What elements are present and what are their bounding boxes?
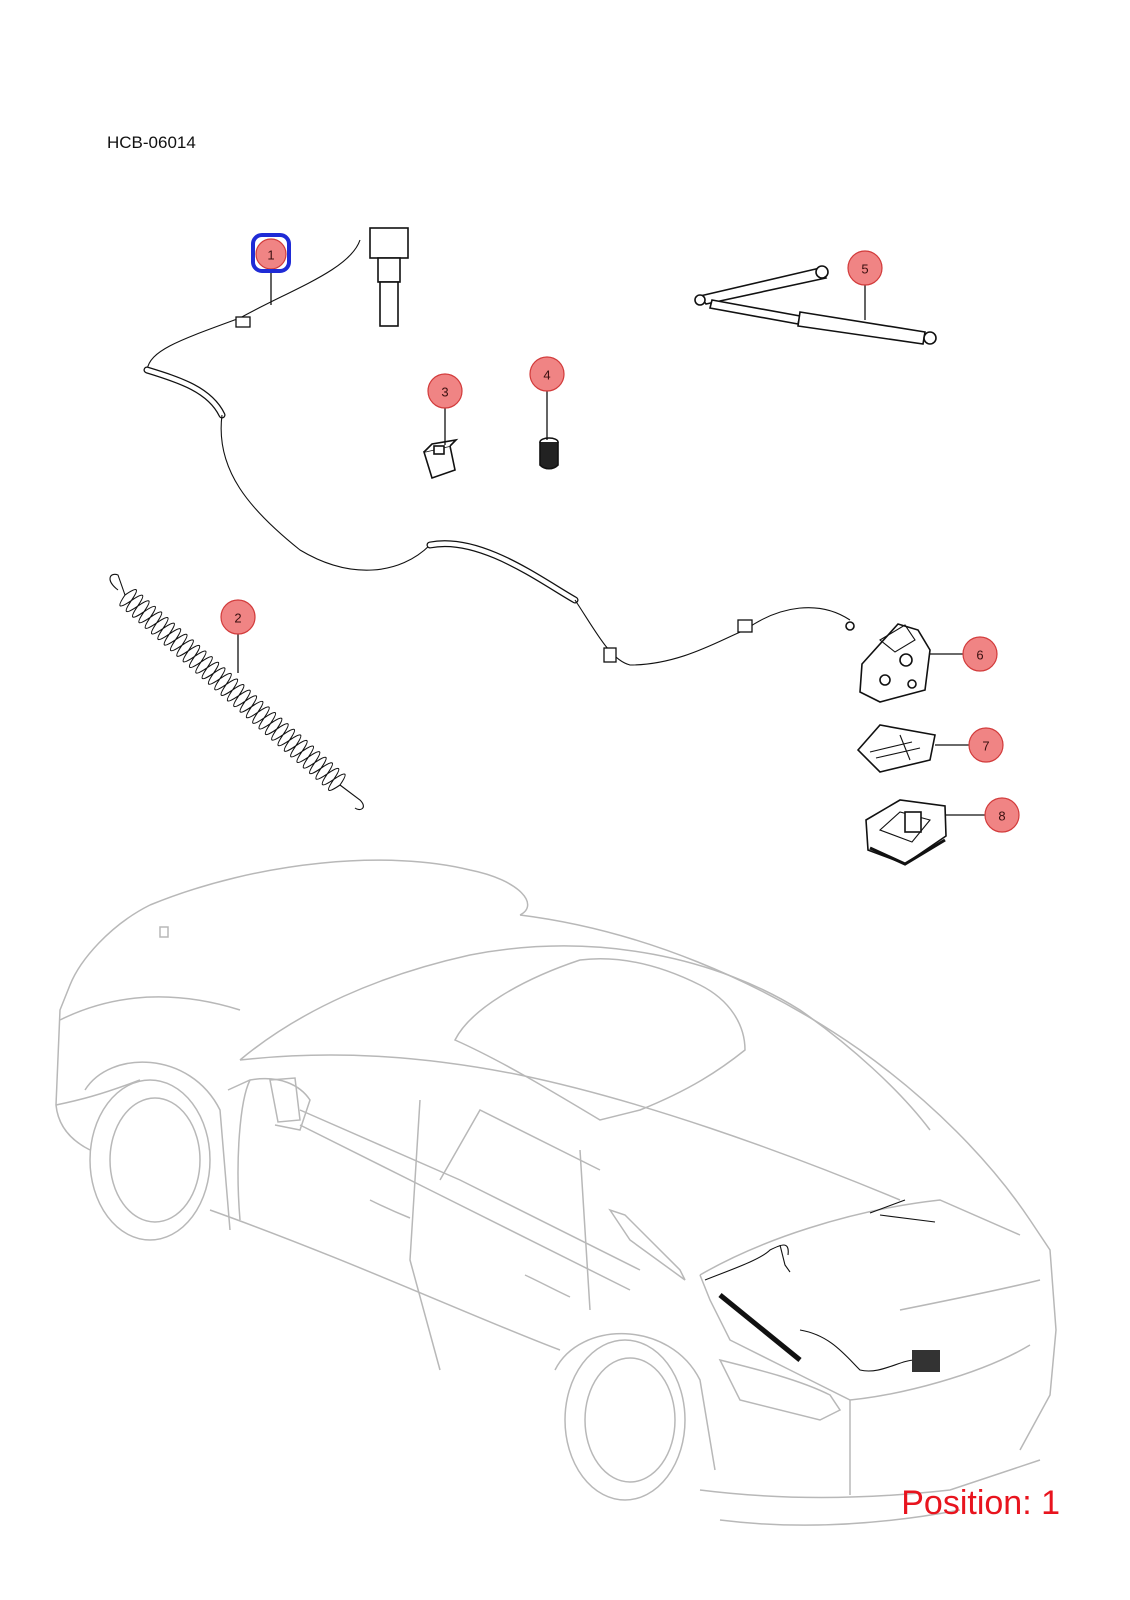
installed-parts-icon xyxy=(704,1199,940,1372)
selection-ring xyxy=(251,233,291,273)
callout-2[interactable]: 2 xyxy=(220,599,256,635)
release-cable-icon xyxy=(143,227,855,666)
callout-label: 8 xyxy=(998,809,1005,824)
callout-label: 5 xyxy=(861,262,868,277)
callout-1[interactable]: 1 xyxy=(251,233,291,273)
spring-icon xyxy=(109,573,364,811)
clip-icon xyxy=(422,438,459,480)
diagram-code: HCB-06014 xyxy=(107,133,196,152)
position-label: Position: 1 xyxy=(901,1484,1060,1522)
callout-label: 1 xyxy=(267,248,274,263)
lock-icon xyxy=(865,799,947,866)
callout-7[interactable]: 7 xyxy=(968,727,1004,763)
callout-5[interactable]: 5 xyxy=(847,250,883,286)
callout-4[interactable]: 4 xyxy=(529,356,565,392)
vehicle-outline-icon xyxy=(55,859,1057,1526)
callout-label: 2 xyxy=(234,611,241,626)
latch-icon xyxy=(859,623,931,703)
callout-label: 6 xyxy=(976,648,983,663)
callout-label: 3 xyxy=(441,385,448,400)
bracket-icon xyxy=(856,724,936,773)
callout-leaders xyxy=(237,269,985,816)
callout-6[interactable]: 6 xyxy=(962,636,998,672)
callout-label: 7 xyxy=(982,739,989,754)
callout-label: 4 xyxy=(543,368,550,383)
bumper-stop-icon xyxy=(539,437,559,470)
callout-8[interactable]: 8 xyxy=(984,797,1020,833)
gas-strut-icon xyxy=(694,265,937,345)
callout-3[interactable]: 3 xyxy=(427,373,463,409)
